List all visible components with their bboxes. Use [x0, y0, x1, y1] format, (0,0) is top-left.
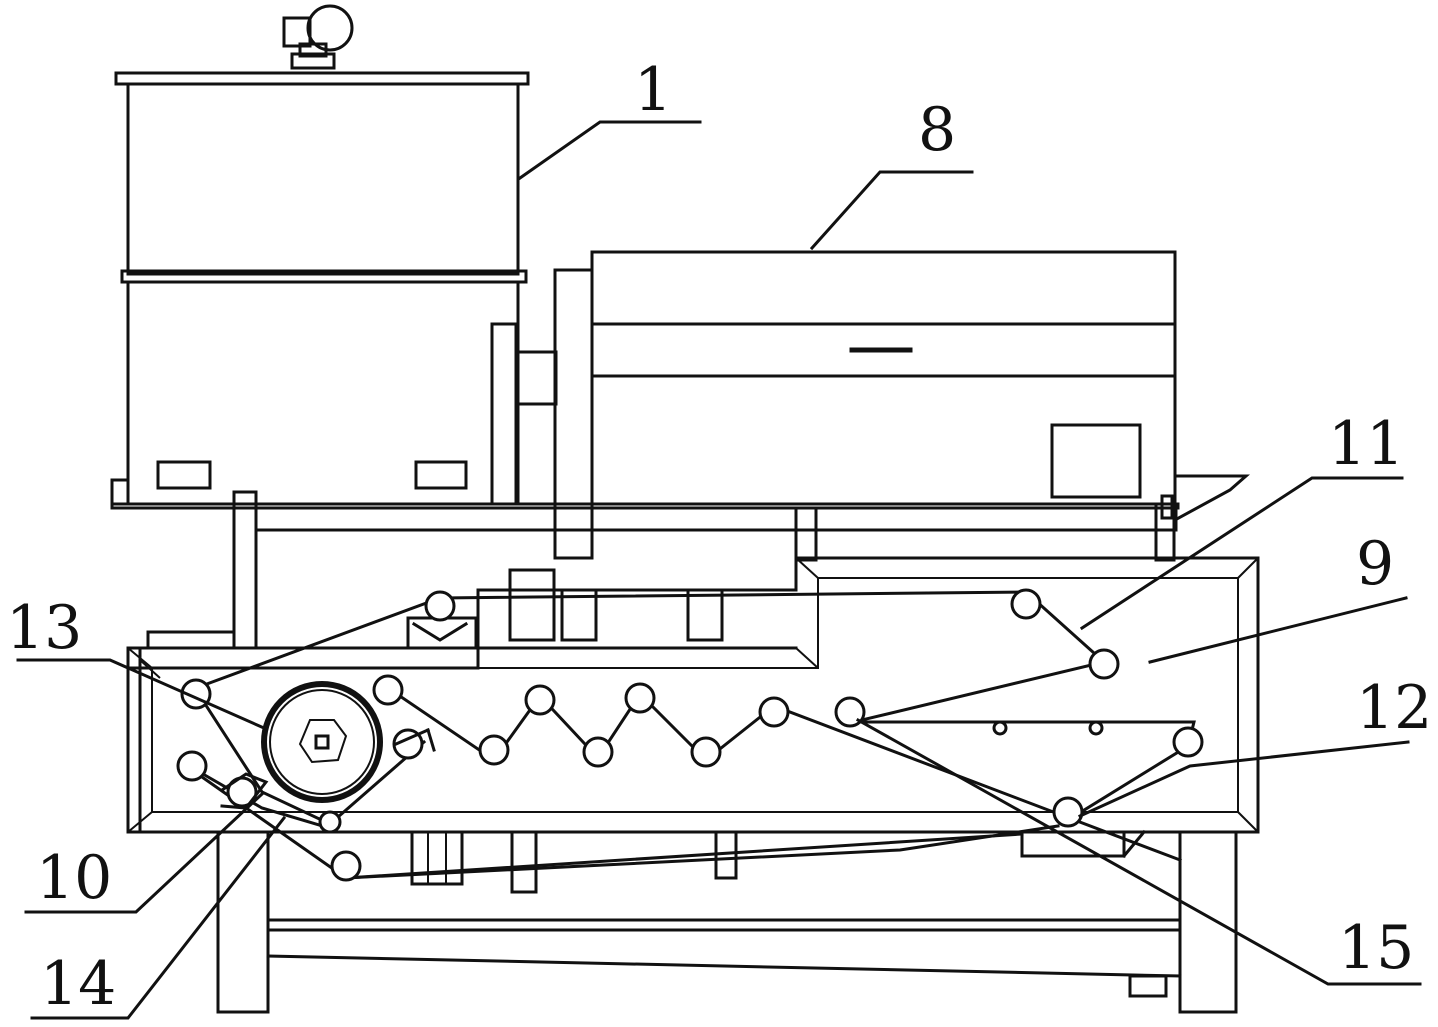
base-frame	[216, 829, 1238, 1014]
filter-belts	[189, 590, 1196, 880]
label-9: 9	[1356, 529, 1394, 599]
label-12: 12	[1356, 673, 1432, 743]
label-14: 14	[40, 949, 116, 1019]
label-11: 11	[1328, 409, 1404, 479]
motor-icon	[282, 4, 354, 70]
press-drum	[261, 681, 383, 803]
part-labels: 1 8 11 9 13 12 10 14 15	[6, 55, 1432, 1019]
label-10: 10	[36, 843, 112, 913]
rollers	[176, 588, 1204, 882]
screw-unit	[490, 250, 1250, 560]
leader-lines	[16, 120, 1422, 1020]
press-frame	[126, 556, 1260, 834]
label-8: 8	[918, 95, 956, 165]
label-1: 1	[634, 55, 672, 125]
upper-frame	[110, 490, 1180, 650]
tank	[110, 4, 530, 506]
label-15: 15	[1338, 913, 1414, 983]
label-13: 13	[6, 593, 82, 663]
